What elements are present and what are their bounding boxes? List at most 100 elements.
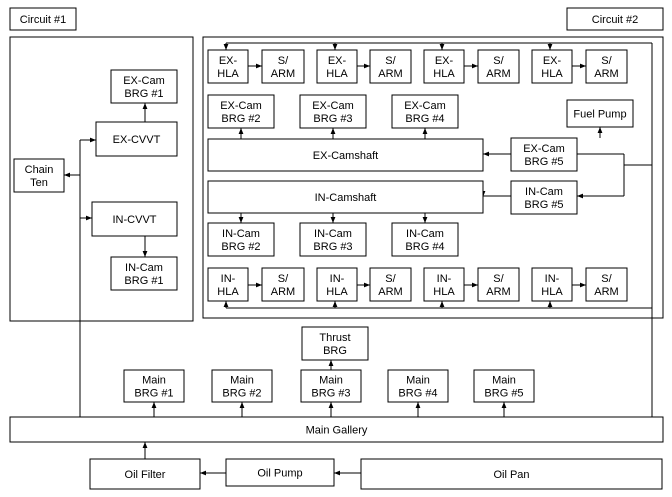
circuit-2-label: Circuit #2 [566,7,664,31]
s-arm-box-8-outline [585,267,628,302]
s-arm-box-8-label: ARM [594,286,618,298]
ex-cam-brg-4-box-label: EX-Cam [404,100,446,112]
in-cam-brg-2-box-label: BRG #2 [221,241,260,253]
s-arm-box-5-label: ARM [271,286,295,298]
oil-pump-box: Oil Pump [225,458,335,487]
in-hla-box-4-label: HLA [541,286,563,298]
in-hla-box-4: IN-HLA [531,267,573,302]
in-cam-brg-5-box-label: BRG #5 [524,199,563,211]
circuit-1-label-outline [9,7,77,31]
in-cam-brg-4-box-label: IN-Cam [406,228,444,240]
s-arm-box-8: S/ARM [585,267,628,302]
main-gallery-box-outline [9,416,664,443]
oil-pump-box-label: Oil Pump [257,468,302,480]
oil-pan-box-outline [360,458,663,490]
ex-cvvt-box-label: EX-CVVT [113,134,161,146]
in-hla-box-2-label: HLA [326,286,348,298]
main-brg-1-box-outline [123,369,185,403]
s-arm-box-6: S/ARM [369,267,412,302]
main-gallery-box: Main Gallery [9,416,664,443]
main-brg-1-box-label: BRG #1 [134,388,173,400]
s-arm-box-6-outline [369,267,412,302]
ex-hla-box-4-label: HLA [541,68,563,80]
in-cam-brg-2-box-outline [207,222,275,257]
oil-pan-box-label: Oil Pan [493,469,529,481]
main-brg-1-box-label: Main [142,375,166,387]
ex-cam-brg-3-box-label: EX-Cam [312,100,354,112]
in-hla-box-3-label: HLA [433,286,455,298]
fuel-pump-box-outline [566,99,634,128]
ex-cam-brg-1-box-label: EX-Cam [123,75,165,87]
ex-hla-box-3-outline [423,49,465,84]
s-arm-box-5-label: S/ [278,273,289,285]
ex-cam-brg-4-box-label: BRG #4 [405,113,444,125]
ex-cam-brg-5-box-label: EX-Cam [523,143,565,155]
in-cam-brg-1-box-outline [110,256,178,291]
thrust-brg-box-outline [301,326,369,361]
ex-hla-box-3-label: EX- [435,55,454,67]
ex-cam-brg-3-box-outline [299,94,367,129]
in-hla-box-1-label: IN- [221,273,236,285]
main-brg-3-box-outline [300,369,362,403]
oil-pump-box-outline [225,458,335,487]
in-cam-brg-2-box-label: IN-Cam [222,228,260,240]
in-hla-box-3-label: IN- [437,273,452,285]
in-hla-box-4-outline [531,267,573,302]
in-hla-box-4-label: IN- [545,273,560,285]
main-brg-2-box-label: Main [230,375,254,387]
in-hla-box-1-outline [207,267,249,302]
ex-cam-brg-2-box-label: BRG #2 [221,113,260,125]
in-cam-brg-3-box-label: BRG #3 [313,241,352,253]
in-camshaft-box: IN-Camshaft [207,180,484,214]
in-hla-box-3-outline [423,267,465,302]
in-cam-brg-5-box-label: IN-Cam [525,186,563,198]
ex-cam-brg-3-box-label: BRG #3 [313,113,352,125]
s-arm-box-6-label: S/ [385,273,396,285]
in-hla-box-2-outline [316,267,358,302]
circuit-2-label-outline [566,7,664,31]
in-hla-box-3: IN-HLA [423,267,465,302]
thrust-brg-box-label: BRG [323,345,347,357]
fuel-pump-box: Fuel Pump [566,99,634,128]
main-brg-2-box-label: BRG #2 [222,388,261,400]
main-brg-5-box-label: Main [492,375,516,387]
ex-camshaft-box: EX-Camshaft [207,138,484,172]
s-arm-box-2-label: ARM [378,68,402,80]
ex-hla-box-2-outline [316,49,358,84]
in-cam-brg-3-box-label: IN-Cam [314,228,352,240]
main-brg-2-box-outline [211,369,273,403]
s-arm-box-5-outline [261,267,305,302]
chain-ten-box-label: Chain [25,164,54,176]
s-arm-box-3: S/ARM [477,49,520,84]
in-hla-box-2-label: IN- [330,273,345,285]
in-cvvt-box-outline [91,201,178,237]
oil-filter-box: Oil Filter [89,458,201,490]
in-camshaft-box-label: IN-Camshaft [315,192,377,204]
s-arm-box-7: S/ARM [477,267,520,302]
ex-cvvt-box: EX-CVVT [95,121,178,157]
s-arm-box-2-label: S/ [385,55,396,67]
s-arm-box-4-outline [585,49,628,84]
oil-filter-box-label: Oil Filter [125,469,166,481]
in-cam-brg-1-box-label: IN-Cam [125,262,163,274]
s-arm-box-2: S/ARM [369,49,412,84]
ex-hla-box-1-label: HLA [217,68,239,80]
s-arm-box-1-label: S/ [278,55,289,67]
ex-hla-box-1-label: EX- [219,55,238,67]
ex-hla-box-2-label: EX- [328,55,347,67]
s-arm-box-1-label: ARM [271,68,295,80]
circuit-1-label: Circuit #1 [9,7,77,31]
thrust-brg-box-label: Thrust [319,332,350,344]
